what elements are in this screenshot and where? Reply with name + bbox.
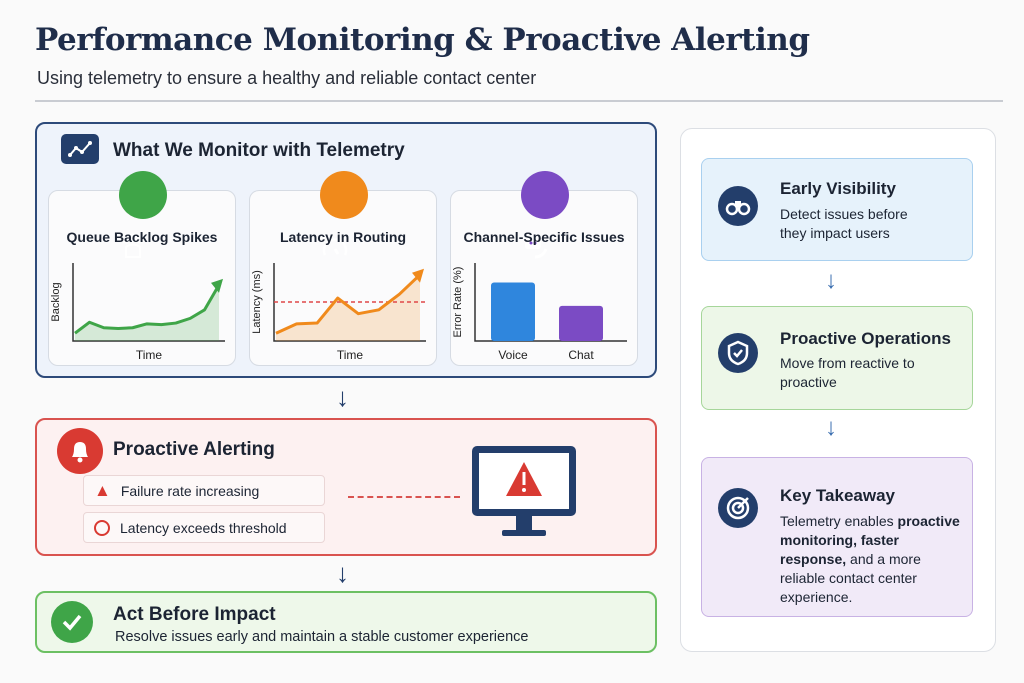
early-visibility-card: Early Visibility Detect issues before th… bbox=[701, 158, 973, 261]
page-title: Performance Monitoring & Proactive Alert… bbox=[35, 22, 810, 58]
page-subtitle: Using telemetry to ensure a healthy and … bbox=[37, 68, 537, 88]
x-axis-label: Time bbox=[337, 348, 364, 362]
speedometer-icon bbox=[320, 171, 368, 256]
text-bold: proactive monitoring, faster response, bbox=[780, 513, 960, 567]
target-icon bbox=[718, 488, 758, 528]
act-subtitle: Resolve issues early and maintain a stab… bbox=[115, 629, 529, 645]
benefits-panel: Early Visibility Detect issues before th… bbox=[680, 128, 996, 652]
monitor-section: What We Monitor with Telemetry Queue Bac… bbox=[35, 122, 657, 378]
axes bbox=[72, 263, 225, 342]
arrowhead bbox=[211, 278, 223, 293]
alert-item-label: Failure rate increasing bbox=[120, 482, 260, 499]
alert-section: Proactive Alerting ▲ Failure rate increa… bbox=[35, 418, 657, 556]
monitor-warning-icon bbox=[472, 446, 576, 536]
alert-item: ▲ Failure rate increasing bbox=[83, 475, 325, 506]
card-title: Latency in Routing bbox=[280, 229, 406, 245]
error-rate-chart: Error Rate (%) Voice Chat bbox=[452, 263, 627, 362]
card-text: Detect issues before they impact users bbox=[780, 206, 908, 241]
latency-card: Latency in Routing Latency (ms) Time bbox=[249, 171, 437, 366]
trend-chart-icon bbox=[61, 134, 99, 164]
series-line bbox=[74, 284, 221, 335]
y-axis-label: Backlog bbox=[50, 282, 62, 321]
alert-title: Proactive Alerting bbox=[113, 439, 275, 460]
arrow-down-icon: ↓ bbox=[825, 267, 837, 294]
alert-item: Latency exceeds threshold bbox=[83, 512, 325, 543]
arrow-down-icon: ↓ bbox=[825, 414, 837, 441]
key-takeaway-card: Key Takeaway Telemetry enables proactive… bbox=[701, 457, 973, 617]
divider bbox=[35, 100, 1003, 102]
area-fill bbox=[75, 284, 219, 341]
warning-icon: ▲ bbox=[94, 480, 111, 500]
bar bbox=[491, 282, 535, 341]
axes bbox=[273, 263, 426, 342]
category-label: Voice bbox=[498, 348, 528, 362]
alert-item-label: Latency exceeds threshold bbox=[120, 519, 287, 536]
act-section: Act Before Impact Resolve issues early a… bbox=[35, 591, 657, 653]
card-text: Move from reactive to proactive bbox=[780, 355, 915, 390]
chat-phone-icon bbox=[521, 171, 569, 259]
bell-icon bbox=[57, 428, 103, 474]
series-line bbox=[275, 273, 422, 335]
act-title: Act Before Impact bbox=[113, 604, 276, 625]
arrow-down-icon: ↓ bbox=[336, 558, 349, 588]
dashed-connector bbox=[348, 496, 460, 498]
arrow-down-icon: ↓ bbox=[336, 382, 349, 412]
shield-check-icon bbox=[718, 333, 758, 373]
latency-chart: Latency (ms) Time bbox=[251, 263, 426, 362]
bar bbox=[559, 305, 603, 341]
x-axis-label: Time bbox=[136, 348, 163, 362]
binoculars-icon bbox=[718, 186, 758, 226]
card-title: Early Visibility bbox=[780, 179, 896, 198]
monitor-title: What We Monitor with Telemetry bbox=[113, 140, 405, 161]
card-text: Telemetry enables proactive monitoring, … bbox=[780, 512, 965, 607]
clock-icon bbox=[94, 519, 110, 536]
category-label: Chat bbox=[568, 348, 594, 362]
arrowhead bbox=[412, 268, 424, 283]
card-title: Key Takeaway bbox=[780, 486, 895, 505]
y-axis-label: Error Rate (%) bbox=[452, 267, 464, 338]
card-title: Proactive Operations bbox=[780, 329, 952, 348]
card-title: Queue Backlog Spikes bbox=[66, 229, 218, 245]
check-icon bbox=[51, 601, 93, 643]
people-group-icon bbox=[119, 171, 167, 258]
text-part: Telemetry enables bbox=[780, 513, 898, 529]
card-title: Channel-Specific Issues bbox=[463, 229, 625, 245]
channel-issues-card: Channel-Specific Issues Error Rate (%) Vo… bbox=[450, 171, 638, 366]
text-part: and a more reliable contact center exper… bbox=[780, 551, 921, 605]
proactive-operations-card: Proactive Operations Move from reactive … bbox=[701, 306, 973, 410]
y-axis-label: Latency (ms) bbox=[251, 270, 263, 334]
area-fill bbox=[276, 274, 420, 341]
